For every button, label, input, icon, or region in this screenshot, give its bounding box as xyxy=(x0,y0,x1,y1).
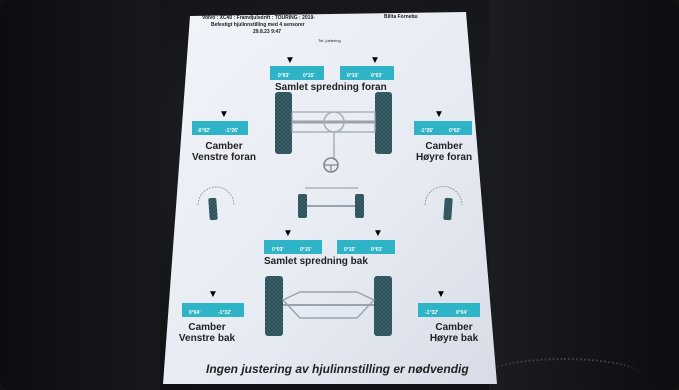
vehicle-info: Volvo : XC40 : Framdjulsdrift : TOURING … xyxy=(202,15,315,21)
front-right-value-a: 0°15' xyxy=(347,73,359,79)
front-left-toe-box: 0°03' 0°15' xyxy=(270,66,324,80)
camber-front-right-value-b: 0°02' xyxy=(449,128,461,134)
company-name: Bilita Fornebu xyxy=(384,14,418,20)
camber-front-right-value-a: -1°26' xyxy=(420,128,434,134)
car-mid-axle-icon xyxy=(298,187,364,218)
car-front-axle-icon xyxy=(275,92,392,160)
front-left-value-b: 0°15' xyxy=(303,73,315,79)
date-time: 29.8.23 9:47 xyxy=(253,29,282,35)
total-adjustment-label: Tot. justering xyxy=(318,38,341,43)
rear-right-value-a: 0°15' xyxy=(344,247,356,253)
camber-wheel-icon xyxy=(197,186,463,221)
rear-right-toe-box: 0°15' 0°03' xyxy=(337,240,395,254)
camber-rear-left-subtitle: Venstre bak xyxy=(178,333,236,344)
down-arrow-icon: ▼ xyxy=(283,228,293,239)
steering-wheel-icon xyxy=(323,157,339,173)
rear-right-value-b: 0°03' xyxy=(371,247,383,253)
camber-rear-right-value-a: -1°32' xyxy=(425,310,439,316)
rear-left-value-a: 0°03' xyxy=(272,247,284,253)
rear-left-toe-box: 0°03' 0°15' xyxy=(264,240,322,254)
camber-rear-left-label: Camber Venstre bak xyxy=(174,322,240,344)
no-adjustment-needed-message: Ingen justering av hjulinnstilling er nø… xyxy=(206,362,469,376)
camber-rear-left-box: 0°04' -1°32' xyxy=(182,303,244,317)
camber-front-right-label: Camber Høyre foran xyxy=(410,141,478,163)
camber-rear-right-box: -1°32' 0°04' xyxy=(418,303,480,317)
car-rear-axle-icon xyxy=(265,276,392,336)
camber-front-left-label: Camber Venstre foran xyxy=(192,141,256,163)
rear-total-toe-title: Samlet spredning bak xyxy=(264,256,368,267)
camber-rear-right-subtitle: Høyre bak xyxy=(429,333,479,344)
down-arrow-icon: ▼ xyxy=(373,228,383,239)
down-arrow-icon: ▼ xyxy=(285,55,295,66)
measurement-method: Befestigt hjulinnstilling med 4 sensorer xyxy=(211,22,305,28)
camber-front-left-box: -0°02' -1°26' xyxy=(192,121,248,135)
camber-front-right-title: Camber xyxy=(425,141,463,152)
camber-front-left-value-b: -1°26' xyxy=(225,128,239,134)
front-right-value-b: 0°03' xyxy=(371,73,383,79)
down-arrow-icon: ▼ xyxy=(208,289,218,300)
camber-rear-left-value-b: -1°32' xyxy=(218,310,232,316)
down-arrow-icon: ▼ xyxy=(370,55,380,66)
front-total-toe-title: Samlet spredning foran xyxy=(275,82,387,93)
car-seat-right xyxy=(489,0,679,390)
down-arrow-icon: ▼ xyxy=(219,109,229,120)
camber-rear-right-title: Camber xyxy=(435,322,473,333)
camber-front-left-value-a: -0°02' xyxy=(197,128,211,134)
front-left-value-a: 0°03' xyxy=(278,73,290,79)
camber-rear-right-label: Camber Høyre bak xyxy=(420,322,488,344)
down-arrow-icon: ▼ xyxy=(434,109,444,120)
camber-rear-left-value-a: 0°04' xyxy=(189,310,201,316)
rear-left-value-b: 0°15' xyxy=(300,247,312,253)
car-seat-left xyxy=(0,0,160,390)
camber-rear-right-value-b: 0°04' xyxy=(456,310,468,316)
front-right-toe-box: 0°15' 0°03' xyxy=(340,66,394,80)
camber-rear-left-title: Camber xyxy=(188,322,226,333)
camber-front-left-title: Camber xyxy=(205,141,243,152)
camber-front-right-box: -1°26' 0°02' xyxy=(414,121,472,135)
seat-stitching xyxy=(489,358,639,390)
camber-front-left-subtitle: Venstre foran xyxy=(192,152,256,163)
camber-front-right-subtitle: Høyre foran xyxy=(415,152,473,163)
down-arrow-icon: ▼ xyxy=(436,289,446,300)
